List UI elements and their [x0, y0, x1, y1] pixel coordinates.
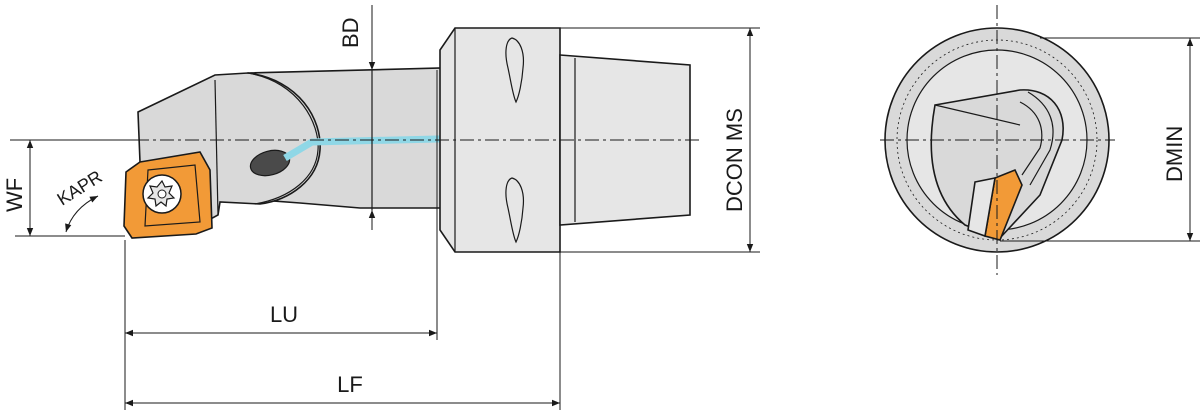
end-view-bar-edge — [934, 104, 1021, 126]
torx-screw-icon — [142, 174, 182, 214]
end-view: DMIN — [880, 5, 1200, 275]
flange-slot-top — [505, 37, 525, 104]
kapr-label: KAPR — [54, 166, 106, 209]
wf-label: WF — [2, 178, 27, 212]
coupling-taper — [559, 54, 691, 226]
insert-inner-edge — [144, 164, 201, 227]
dcon-ms-label: DCON MS — [722, 108, 747, 212]
end-view-seat — [967, 176, 996, 238]
end-view-bar-contour — [1027, 91, 1054, 186]
head-contour — [247, 72, 319, 205]
side-view: BD WF KAPR LU LF DCON MS — [2, 5, 760, 410]
dmin-label: DMIN — [1162, 126, 1187, 182]
kapr-arc — [65, 195, 99, 233]
lu-label: LU — [270, 302, 298, 327]
flange-slot-bottom — [505, 177, 525, 244]
bd-label: BD — [338, 17, 363, 48]
head-edge — [214, 79, 219, 216]
lf-label: LF — [337, 372, 363, 397]
end-view-bar-contour-2 — [1019, 101, 1043, 176]
